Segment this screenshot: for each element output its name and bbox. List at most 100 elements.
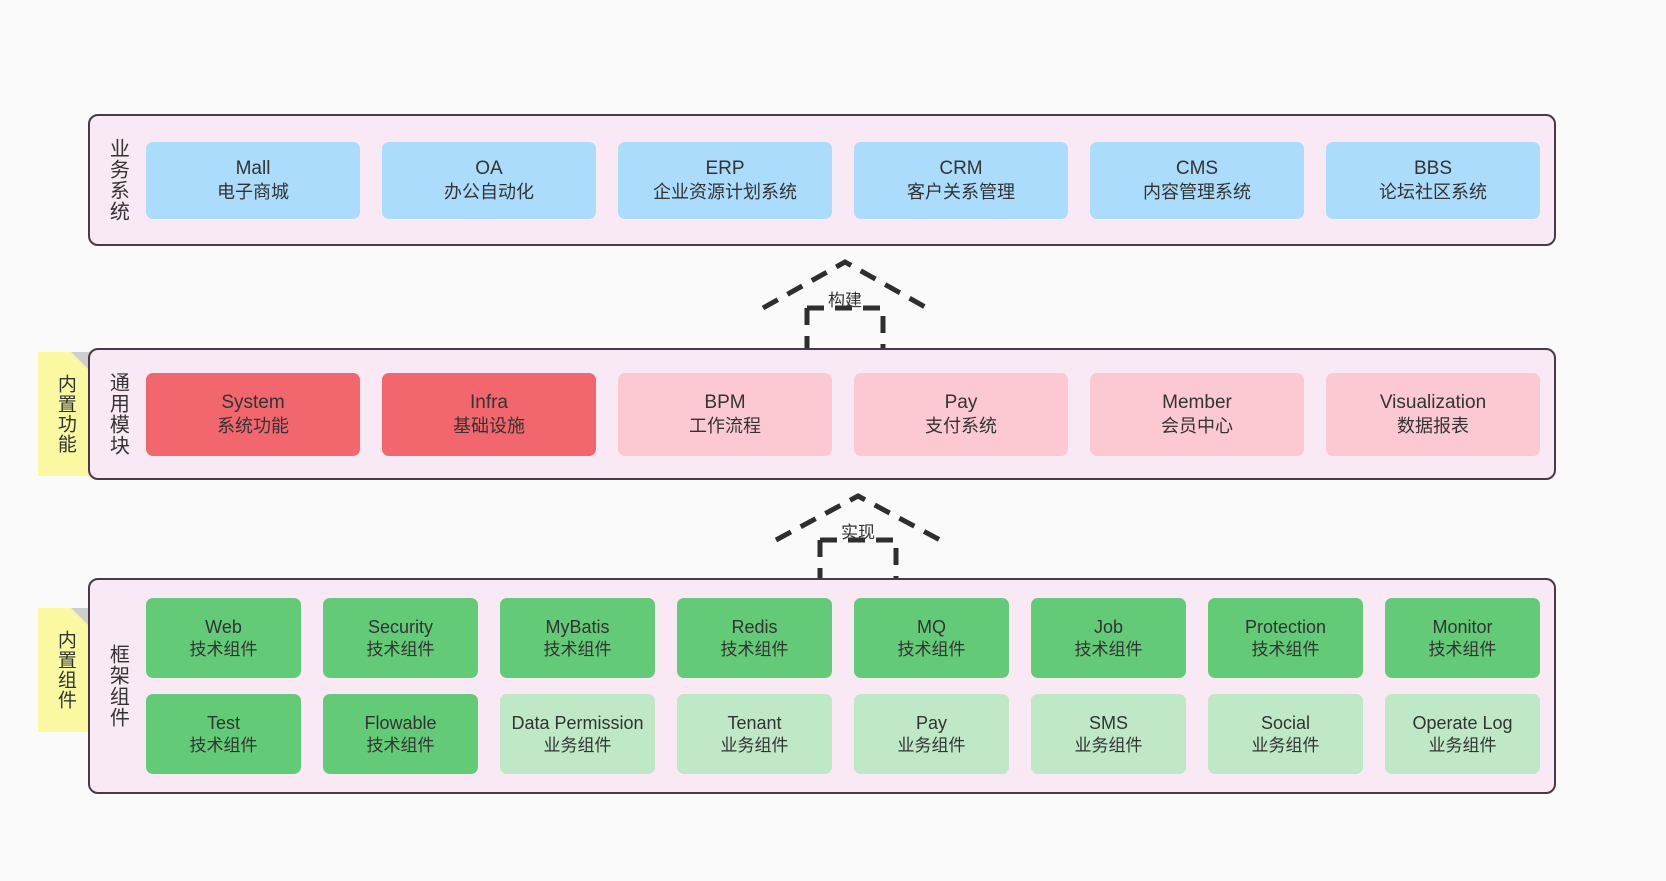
generalization-arrow-icon (774, 493, 942, 578)
card-title: Pay (944, 391, 978, 413)
layer-title-common: 通用模块 (106, 372, 129, 456)
card-test[interactable]: Test 技术组件 (146, 694, 301, 774)
card-erp[interactable]: ERP 企业资源计划系统 (618, 141, 832, 219)
card-subtitle: 基础设施 (453, 415, 525, 436)
card-subtitle: 技术组件 (1428, 639, 1497, 659)
card-subtitle: 会员中心 (1161, 415, 1233, 436)
card-title: MyBatis (545, 616, 610, 637)
card-subtitle: 数据报表 (1397, 415, 1469, 436)
card-operate-log[interactable]: Operate Log 业务组件 (1385, 694, 1540, 774)
card-subtitle: 工作流程 (689, 415, 761, 436)
card-title: Visualization (1379, 391, 1487, 413)
card-bbs[interactable]: BBS 论坛社区系统 (1326, 141, 1540, 219)
card-visualization[interactable]: Visualization 数据报表 (1326, 372, 1540, 456)
card-job[interactable]: Job 技术组件 (1031, 598, 1186, 678)
card-system[interactable]: System 系统功能 (146, 372, 360, 456)
card-subtitle: 业务组件 (543, 735, 612, 755)
card-monitor[interactable]: Monitor 技术组件 (1385, 598, 1540, 678)
card-title: Web (205, 616, 242, 637)
card-oa[interactable]: OA 办公自动化 (382, 141, 596, 219)
card-subtitle: 业务组件 (1251, 735, 1320, 755)
card-redis[interactable]: Redis 技术组件 (677, 598, 832, 678)
note-label: 内置组件 (54, 630, 76, 710)
card-title: Job (1093, 616, 1124, 637)
card-mall[interactable]: Mall 电子商城 (146, 141, 360, 219)
layer-body-framework: Web 技术组件 Security 技术组件 MyBatis 技术组件 Redi… (140, 580, 1554, 792)
layer-title-framework: 框架组件 (106, 644, 129, 728)
layer-framework-component: 框架组件 Web 技术组件 Security 技术组件 MyBatis 技术组件… (88, 578, 1556, 794)
note-builtin-function: 内置功能 (38, 352, 90, 476)
card-subtitle: 技术组件 (366, 735, 435, 755)
card-subtitle: 技术组件 (366, 639, 435, 659)
card-social[interactable]: Social 业务组件 (1208, 694, 1363, 774)
card-row: Test 技术组件 Flowable 技术组件 Data Permission … (146, 694, 1540, 774)
card-subtitle: 技术组件 (189, 639, 258, 659)
card-title: Infra (469, 391, 509, 413)
card-subtitle: 技术组件 (189, 735, 258, 755)
card-subtitle: 技术组件 (1251, 639, 1320, 659)
card-mq[interactable]: MQ 技术组件 (854, 598, 1009, 678)
card-title: Data Permission (511, 712, 644, 733)
connector-implement-arrow: 实现 (770, 490, 946, 578)
card-title: Tenant (727, 712, 782, 733)
card-subtitle: 技术组件 (1074, 639, 1143, 659)
card-title: Social (1260, 712, 1311, 733)
generalization-arrow-icon (761, 259, 929, 348)
card-cms[interactable]: CMS 内容管理系统 (1090, 141, 1304, 219)
card-title: CMS (1175, 157, 1219, 179)
card-infra[interactable]: Infra 基础设施 (382, 372, 596, 456)
card-tenant[interactable]: Tenant 业务组件 (677, 694, 832, 774)
layer-business-system: 业务系统 Mall 电子商城 OA 办公自动化 ERP 企业资源计划系统 CRM… (88, 114, 1556, 246)
card-title: Mall (235, 157, 271, 179)
layer-body-common: System 系统功能 Infra 基础设施 BPM 工作流程 Pay 支付系统… (140, 350, 1554, 478)
card-crm[interactable]: CRM 客户关系管理 (854, 141, 1068, 219)
card-title: Security (367, 616, 434, 637)
card-title: OA (475, 157, 503, 179)
card-title: Member (1162, 391, 1232, 413)
card-subtitle: 论坛社区系统 (1379, 181, 1487, 202)
connector-label-build: 构建 (828, 291, 862, 310)
card-security[interactable]: Security 技术组件 (323, 598, 478, 678)
card-subtitle: 内容管理系统 (1143, 181, 1251, 202)
card-subtitle: 客户关系管理 (907, 181, 1015, 202)
card-title: Test (206, 712, 240, 733)
card-web[interactable]: Web 技术组件 (146, 598, 301, 678)
card-protection[interactable]: Protection 技术组件 (1208, 598, 1363, 678)
card-title: CRM (939, 157, 983, 179)
layer-common-module: 通用模块 System 系统功能 Infra 基础设施 BPM 工作流程 Pay… (88, 348, 1556, 480)
card-title: System (221, 391, 285, 413)
card-sms[interactable]: SMS 业务组件 (1031, 694, 1186, 774)
card-data-permission[interactable]: Data Permission 业务组件 (500, 694, 655, 774)
card-subtitle: 业务组件 (897, 735, 966, 755)
card-pay-business[interactable]: Pay 业务组件 (854, 694, 1009, 774)
card-mybatis[interactable]: MyBatis 技术组件 (500, 598, 655, 678)
card-title: MQ (917, 616, 946, 637)
connector-build-arrow: 构建 (757, 256, 933, 348)
card-subtitle: 系统功能 (217, 415, 289, 436)
card-title: ERP (705, 157, 745, 179)
card-title: Pay (915, 712, 948, 733)
card-row: Mall 电子商城 OA 办公自动化 ERP 企业资源计划系统 CRM 客户关系… (146, 141, 1540, 219)
layer-body-business: Mall 电子商城 OA 办公自动化 ERP 企业资源计划系统 CRM 客户关系… (140, 116, 1554, 244)
card-subtitle: 技术组件 (720, 639, 789, 659)
card-subtitle: 技术组件 (897, 639, 966, 659)
card-bpm[interactable]: BPM 工作流程 (618, 372, 832, 456)
card-title: BPM (704, 391, 746, 413)
card-row: Web 技术组件 Security 技术组件 MyBatis 技术组件 Redi… (146, 598, 1540, 678)
card-subtitle: 业务组件 (1428, 735, 1497, 755)
card-subtitle: 办公自动化 (444, 181, 534, 202)
card-title: BBS (1413, 157, 1453, 179)
card-pay[interactable]: Pay 支付系统 (854, 372, 1068, 456)
card-title: SMS (1088, 712, 1128, 733)
connector-label-implement: 实现 (841, 523, 875, 542)
card-subtitle: 业务组件 (1074, 735, 1143, 755)
note-builtin-component: 内置组件 (38, 608, 90, 732)
card-title: Monitor (1432, 616, 1493, 637)
card-flowable[interactable]: Flowable 技术组件 (323, 694, 478, 774)
card-title: Protection (1244, 616, 1327, 637)
card-title: Flowable (364, 712, 437, 733)
card-subtitle: 电子商城 (217, 181, 289, 202)
card-member[interactable]: Member 会员中心 (1090, 372, 1304, 456)
card-subtitle: 企业资源计划系统 (653, 181, 797, 202)
